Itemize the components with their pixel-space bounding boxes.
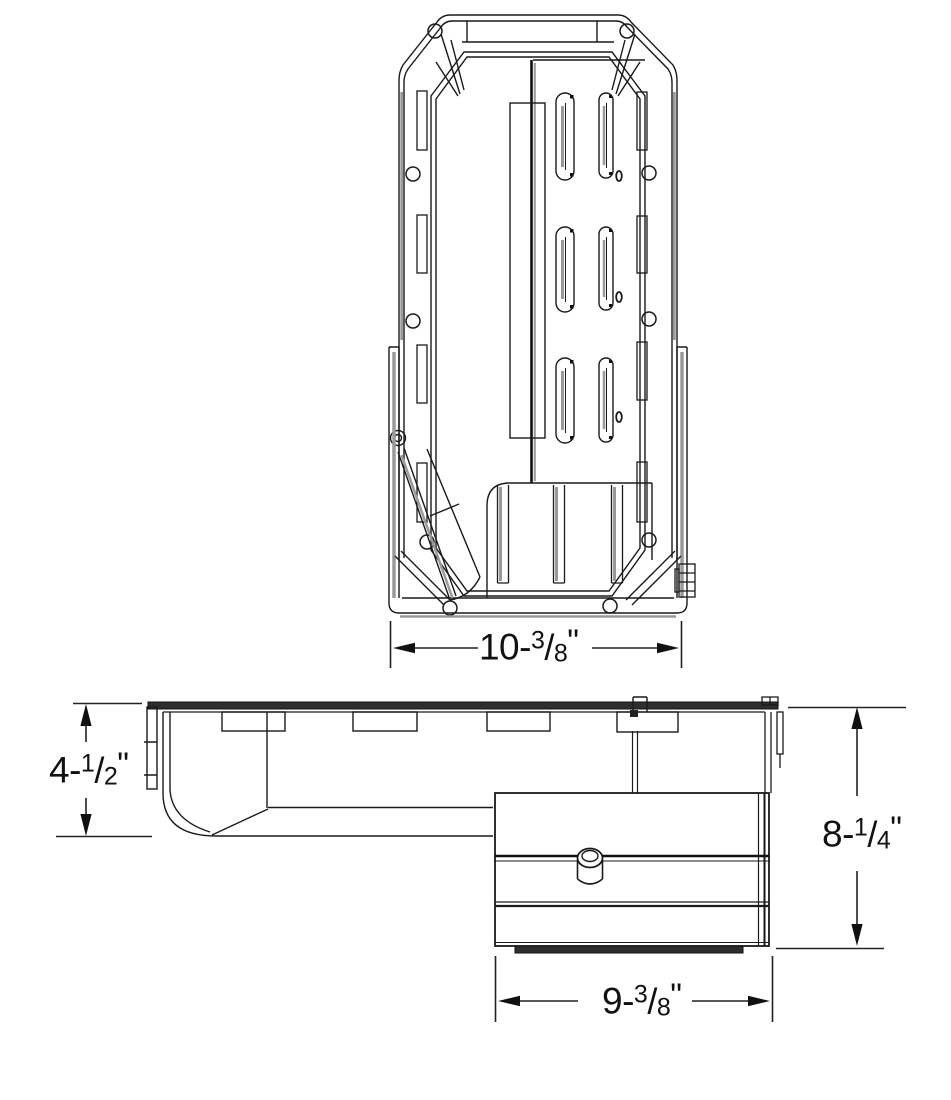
sump-box (494, 792, 770, 954)
flange-rail (147, 701, 779, 713)
dimension-whole: 9- (602, 980, 634, 1022)
baffle-ribs (496, 485, 624, 584)
dimension-label-front-depth: 4-1/2" (49, 748, 129, 791)
dimension-label-top-width: 10-3/8" (478, 625, 579, 668)
top-view (388, 14, 696, 618)
dimension-label-sump-length: 9-3/8" (602, 979, 682, 1022)
dimension-unit: " (567, 622, 579, 660)
baffle (486, 482, 653, 598)
dimension-numerator: 1 (80, 749, 95, 778)
side-view (144, 696, 784, 954)
drain-plug-top-view (674, 563, 696, 598)
dimension-slash: / (647, 980, 657, 1022)
dimension-unit: " (117, 745, 129, 783)
dimension-whole: 8- (822, 813, 854, 855)
pickup-bracket (509, 102, 546, 439)
dimension-slash: / (94, 749, 104, 791)
dimension-top-width (389, 621, 683, 668)
dimension-unit: " (670, 976, 682, 1014)
top-view-outline (398, 14, 678, 560)
small-oval-holes (615, 170, 623, 423)
flange-tabs (221, 711, 679, 733)
side-tabs (416, 90, 648, 523)
tray-slots-right (598, 92, 623, 443)
corner-gussets (435, 33, 641, 97)
dimension-slash: / (544, 626, 554, 668)
dimension-denominator: 4 (876, 826, 891, 855)
dimension-whole: 4- (49, 749, 81, 791)
pickup-tube (630, 696, 648, 793)
dimension-denominator: 8 (553, 639, 568, 668)
dimension-numerator: 1 (853, 813, 868, 842)
front-section (144, 706, 493, 837)
dimension-front-depth (56, 702, 152, 838)
dimension-numerator: 3 (530, 626, 545, 655)
dimension-overall-depth (776, 706, 906, 950)
dimension-sump-length (494, 956, 774, 1022)
tray-slots-left (555, 92, 575, 444)
dimension-denominator: 2 (103, 762, 118, 791)
drain-bung (576, 847, 604, 885)
windage-tray (530, 59, 645, 483)
sump-walls (388, 346, 688, 618)
dimension-label-overall-depth: 8-1/4" (822, 812, 902, 855)
dimension-numerator: 3 (633, 980, 648, 1009)
dimension-whole: 10- (478, 626, 531, 668)
dimension-slash: / (867, 813, 877, 855)
dimension-unit: " (890, 809, 902, 847)
dimension-denominator: 8 (656, 993, 671, 1022)
rear-end (761, 696, 784, 793)
bolt-holes (405, 23, 657, 616)
crank-scraper (397, 447, 481, 601)
sump-base-pad (514, 945, 744, 954)
